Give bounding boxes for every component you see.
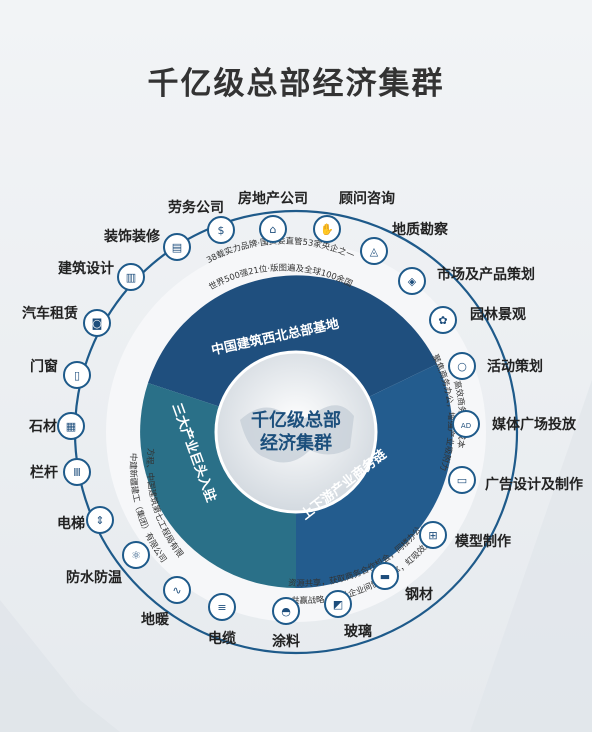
node-circle [448,466,476,494]
node-money: $ 劳务公司 [168,199,235,244]
node-label: 门窗 [30,358,58,375]
elevator-icon: ⇕ [95,514,104,527]
node-circle [272,597,300,625]
node-label: 防水防温 [66,569,122,586]
node-circle [63,458,91,486]
node-circle [452,410,480,438]
node-circle [57,412,85,440]
node-circle [63,361,91,389]
node-steel: ▬ 钢材 [371,562,433,603]
node-circle [398,267,426,295]
glass-icon: ◩ [333,598,343,611]
node-circle [208,593,236,621]
node-label: 劳务公司 [168,199,224,216]
node-circle [419,521,447,549]
heating-icon: ∿ [172,584,181,597]
node-monitor: ▭ 广告设计及制作 [448,466,583,494]
node-circle [163,233,191,261]
node-circle [117,263,145,291]
building-icon: ▥ [126,271,136,284]
node-hierarchy: ⊞ 模型制作 [419,521,511,550]
node-ring: ⌂ 房地产公司 ✋ 顾问咨询 ◬ 地质勘察 ◈ 市场及产品策划 ✿ 园林景观 ○ 活动策划 AD 媒体广场… [22,190,583,650]
node-circle [324,590,352,618]
node-cable: ≡ 电缆 [208,593,236,647]
hierarchy-icon: ⊞ [428,529,437,542]
node-label: 广告设计及制作 [485,476,583,493]
node-label: 地质勘察 [392,221,449,238]
steel-icon: ▬ [380,570,390,583]
node-atom: ⚛ 防水防温 [66,541,150,586]
node-plant: ✿ 园林景观 [429,306,526,334]
monitor-icon: ▭ [457,474,467,487]
atom-icon: ⚛ [131,549,141,562]
node-stone: ▦ 石材 [28,412,85,440]
node-door: ▯ 门窗 [30,358,91,389]
node-label: 园林景观 [470,306,526,323]
node-label: 地暖 [141,611,170,628]
cube-icon: ◈ [408,275,417,288]
paint-icon: ◓ [281,605,291,618]
node-cube: ◈ 市场及产品策划 [398,266,535,295]
node-elevator: ⇕ 电梯 [57,506,114,534]
decor-icon: ▤ [172,241,182,254]
house-icon: ⌂ [270,223,277,236]
node-label: 汽车租赁 [22,305,78,322]
car-icon: ◙ [92,317,103,330]
node-balloon: ○ 活动策划 [448,352,543,380]
node-label: 媒体广场投放 [491,416,577,433]
railing-icon: Ⅲ [73,466,81,479]
node-heating: ∿ 地暖 [141,576,191,628]
node-label: 玻璃 [344,623,372,640]
stone-icon: ▦ [66,420,76,433]
ad-icon: AD [461,422,471,430]
node-circle [83,309,111,337]
node-label: 栏杆 [30,464,58,481]
node-circle [259,215,287,243]
node-label: 电梯 [57,515,85,532]
node-label: 装饰装修 [103,228,161,245]
node-railing: Ⅲ 栏杆 [30,458,91,486]
node-label: 石材 [28,418,57,435]
node-label: 涂料 [272,633,300,650]
handshake-icon: ✋ [320,223,334,236]
node-car: ◙ 汽车租赁 [22,305,111,337]
node-label: 建筑设计 [58,260,114,277]
node-circle [163,576,191,604]
node-circle [448,352,476,380]
survey-icon: ◬ [370,245,379,258]
balloon-icon: ○ [457,360,467,373]
node-circle [86,506,114,534]
door-icon: ▯ [74,369,80,382]
node-label: 顾问咨询 [339,190,395,207]
node-label: 模型制作 [455,533,511,550]
node-circle [313,215,341,243]
node-ad: AD 媒体广场投放 [452,410,577,438]
node-circle [207,216,235,244]
cable-icon: ≡ [217,601,226,614]
center-line1: 千亿级总部 [251,409,341,431]
node-circle [429,306,457,334]
node-circle [122,541,150,569]
node-circle [360,237,388,265]
node-glass: ◩玻璃 [324,590,372,640]
node-house: ⌂ 房地产公司 [238,190,308,243]
globe-map [240,405,354,463]
node-circle [371,562,399,590]
node-label: 电缆 [208,630,236,647]
plant-icon: ✿ [438,314,447,327]
node-label: 钢材 [405,586,433,603]
node-handshake: ✋ 顾问咨询 [313,190,395,243]
center-line2: 经济集群 [260,432,332,454]
node-survey: ◬ 地质勘察 [360,221,449,265]
node-building: ▥ 建筑设计 [58,260,145,291]
node-label: 房地产公司 [238,190,308,207]
node-label: 市场及产品策划 [437,266,535,283]
node-paint: ◓ 涂料 [272,597,300,650]
money-icon: $ [218,224,225,237]
node-decor: ▤ 装饰装修 [103,228,191,261]
node-label: 活动策划 [487,358,543,375]
page-title: 千亿级总部经济集群 [147,66,445,102]
